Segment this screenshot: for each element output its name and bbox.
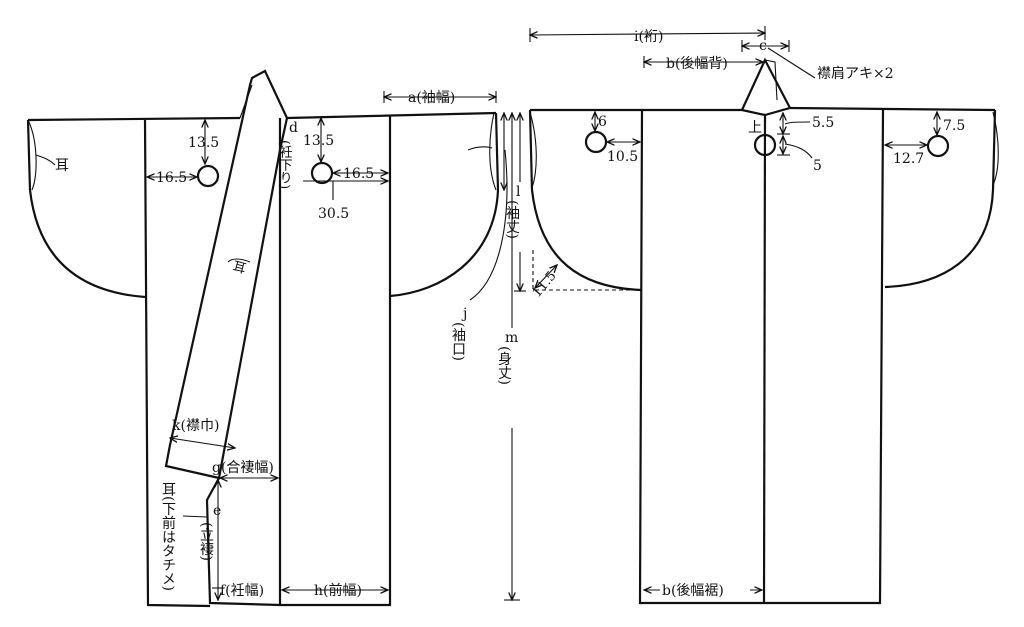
dim-i-label: i(裄) bbox=[634, 29, 663, 45]
dim-13-5-left: 13.5 bbox=[188, 135, 219, 151]
dim-l-label: l bbox=[516, 184, 521, 200]
dim-h-label: h(前幅) bbox=[314, 582, 362, 599]
dim-13-5-right: 13.5 bbox=[303, 133, 334, 149]
dim-6: 6 bbox=[598, 114, 607, 130]
dim-c-label: c bbox=[759, 38, 767, 54]
front-garment: 耳 耳 13.5 13.5 16.5 16.5 30.5 d (衽下り) a(袖… bbox=[26, 69, 508, 608]
dim-11-5: 11.5 bbox=[530, 269, 560, 301]
crest-circle bbox=[753, 133, 777, 157]
collar-opening-note: 襟肩アキ×2 bbox=[817, 66, 894, 82]
dim-5-5: 5.5 bbox=[812, 115, 834, 131]
dim-l-text: (袖丈) bbox=[504, 200, 520, 239]
dim-f-label: f(衽幅) bbox=[220, 583, 264, 599]
dim-g-label: g(合褄幅) bbox=[212, 460, 274, 476]
dim-b-top-label: b(後幅背) bbox=[666, 56, 728, 72]
dim-k-label: k(襟巾) bbox=[172, 418, 219, 434]
left-sleeve-outline bbox=[26, 119, 146, 299]
length-measures: l (袖丈) m (身丈) bbox=[496, 113, 528, 600]
collar-band bbox=[164, 69, 289, 480]
dim-16-5-left: 16.5 bbox=[156, 170, 187, 186]
crest-circle bbox=[196, 164, 220, 188]
crest-circle bbox=[584, 130, 608, 154]
dim-m-label: m bbox=[505, 330, 518, 346]
dim-a-label: a(袖幅) bbox=[408, 90, 455, 106]
dim-d-text: (衽下り) bbox=[277, 140, 293, 189]
dim-d-label: d bbox=[289, 120, 298, 136]
dim-e-text: (立褄) bbox=[198, 522, 214, 561]
dim-16-5-right: 16.5 bbox=[343, 166, 374, 182]
dim-b-bottom-label: b(後幅裾) bbox=[662, 583, 724, 599]
dim-j-text: (袖口) bbox=[450, 322, 466, 361]
ear-label: 耳 bbox=[55, 158, 69, 174]
back-garment: i(裄) c b(後幅背) 襟肩アキ×2 6 10.5 上 5.5 5 7.5 … bbox=[530, 26, 999, 605]
dim-12-7: 12.7 bbox=[893, 151, 924, 167]
hem-note: 耳(下前はタチメ) bbox=[160, 482, 176, 591]
dim-10-5: 10.5 bbox=[607, 149, 638, 165]
dim-m-text: (身丈) bbox=[496, 346, 512, 385]
dim-5: 5 bbox=[813, 158, 822, 174]
dim-7-5: 7.5 bbox=[943, 118, 965, 134]
dim-j-label: j bbox=[461, 306, 467, 322]
crest-circle bbox=[926, 134, 950, 158]
dim-e-label: e bbox=[213, 503, 221, 519]
collar-ear-label: 耳 bbox=[231, 259, 247, 277]
crest-circle bbox=[310, 161, 334, 185]
up-mark: 上 bbox=[748, 120, 762, 136]
dim-30-5: 30.5 bbox=[318, 206, 349, 222]
back-collar bbox=[741, 57, 791, 111]
